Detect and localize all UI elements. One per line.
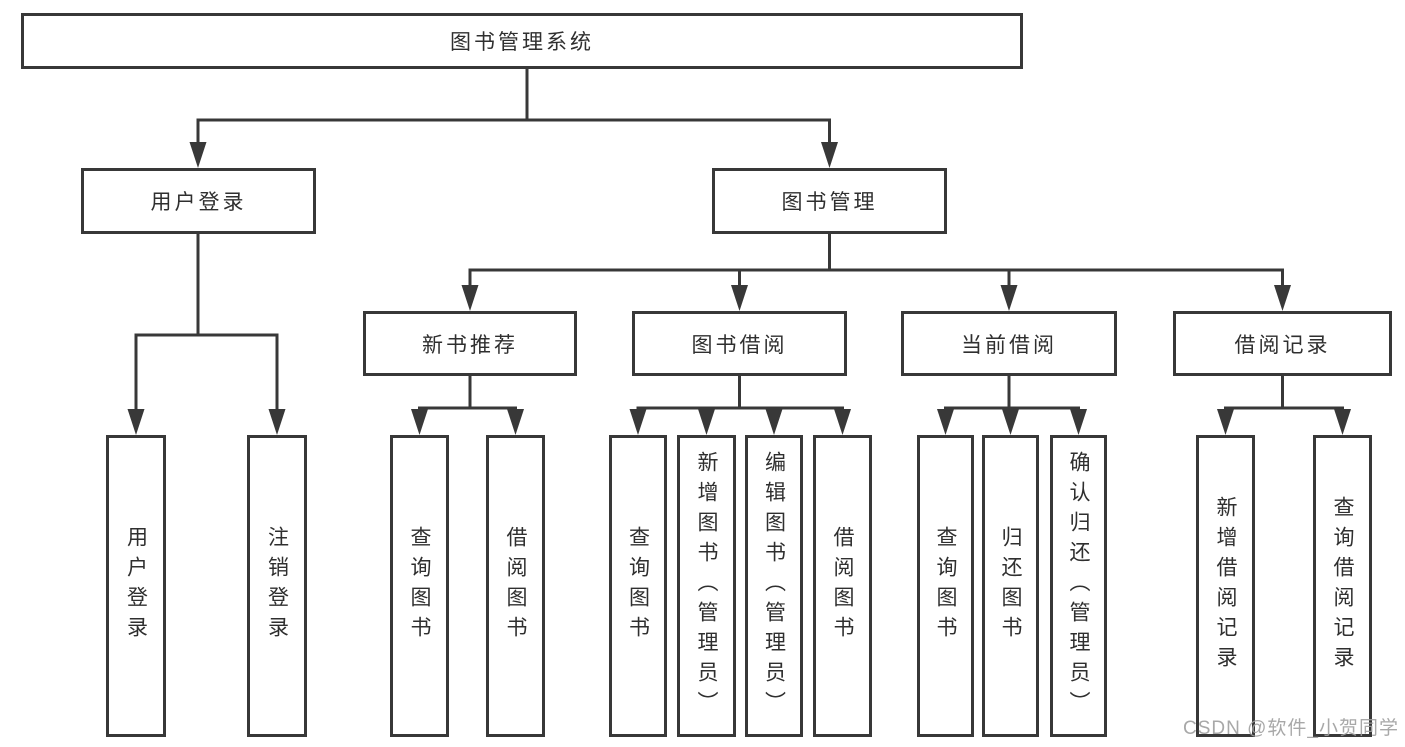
node-borrowing-records: 借阅记录 [1173,311,1392,376]
node-label: 查询借阅记录 [1331,496,1354,676]
leaf-query-books: 查询图书 [917,435,974,737]
node-label: 用户登录 [124,526,148,646]
node-new-book-recommendation: 新书推荐 [363,311,577,376]
arrowhead-icon [937,409,954,435]
arrowhead-icon [461,285,479,311]
arrowhead-icon [834,409,851,435]
node-label: 图书借阅 [691,333,788,357]
node-label: 新书推荐 [422,333,518,357]
node-label: 确认归还（管理员） [1067,451,1090,721]
leaf-borrow-books: 借阅图书 [486,435,545,737]
arrowhead-icon [821,142,838,168]
node-label: 借阅图书 [831,526,854,646]
arrowhead-icon [1000,285,1018,311]
node-user-login: 用户登录 [81,168,316,234]
arrowhead-icon [1217,409,1234,435]
arrowhead-icon [1070,409,1087,435]
leaf-add-borrow-record: 新增借阅记录 [1196,435,1255,737]
leaf-borrow-books: 借阅图书 [813,435,872,737]
node-label: 注销登录 [265,526,289,646]
node-label: 查询图书 [408,526,431,646]
node-label: 查询图书 [626,526,650,646]
leaf-query-borrow-record: 查询借阅记录 [1313,435,1372,737]
leaf-logout: 注销登录 [247,435,307,737]
arrowhead-icon [1334,409,1351,435]
node-label: 归还图书 [999,526,1022,646]
node-label: 查询图书 [934,526,957,646]
arrowhead-icon [629,409,647,435]
node-library-management-system: 图书管理系统 [21,13,1023,69]
node-label: 借阅记录 [1234,333,1331,357]
leaf-add-books-admin: 新增图书（管理员） [677,435,736,737]
leaf-edit-books-admin: 编辑图书（管理员） [745,435,803,737]
arrowhead-icon [268,409,286,435]
leaf-query-books: 查询图书 [609,435,667,737]
leaf-query-books: 查询图书 [390,435,449,737]
leaf-user-login: 用户登录 [106,435,166,737]
node-label: 图书管理 [781,191,878,214]
node-label: 编辑图书（管理员） [762,451,786,721]
arrowhead-icon [411,409,428,435]
arrowhead-icon [507,409,524,435]
node-label: 新增图书（管理员） [695,451,718,721]
arrowhead-icon [189,142,207,168]
node-current-borrowing: 当前借阅 [901,311,1117,376]
node-book-management: 图书管理 [712,168,947,234]
arrowhead-icon [731,285,748,311]
arrowhead-icon [1002,409,1019,435]
watermark: CSDN @软件_小贺同学 [1183,718,1399,739]
node-label: 借阅图书 [504,526,527,646]
node-label: 图书管理系统 [450,31,594,54]
arrowhead-icon [1274,285,1291,311]
leaf-return-books: 归还图书 [982,435,1039,737]
arrowhead-icon [698,409,715,435]
node-book-borrowing: 图书借阅 [632,311,847,376]
arrowhead-icon [765,409,783,435]
node-label: 当前借阅 [961,333,1057,357]
arrowhead-icon [127,409,145,435]
leaf-confirm-return-admin: 确认归还（管理员） [1050,435,1107,737]
node-label: 新增借阅记录 [1214,496,1237,676]
node-label: 用户登录 [150,191,247,214]
